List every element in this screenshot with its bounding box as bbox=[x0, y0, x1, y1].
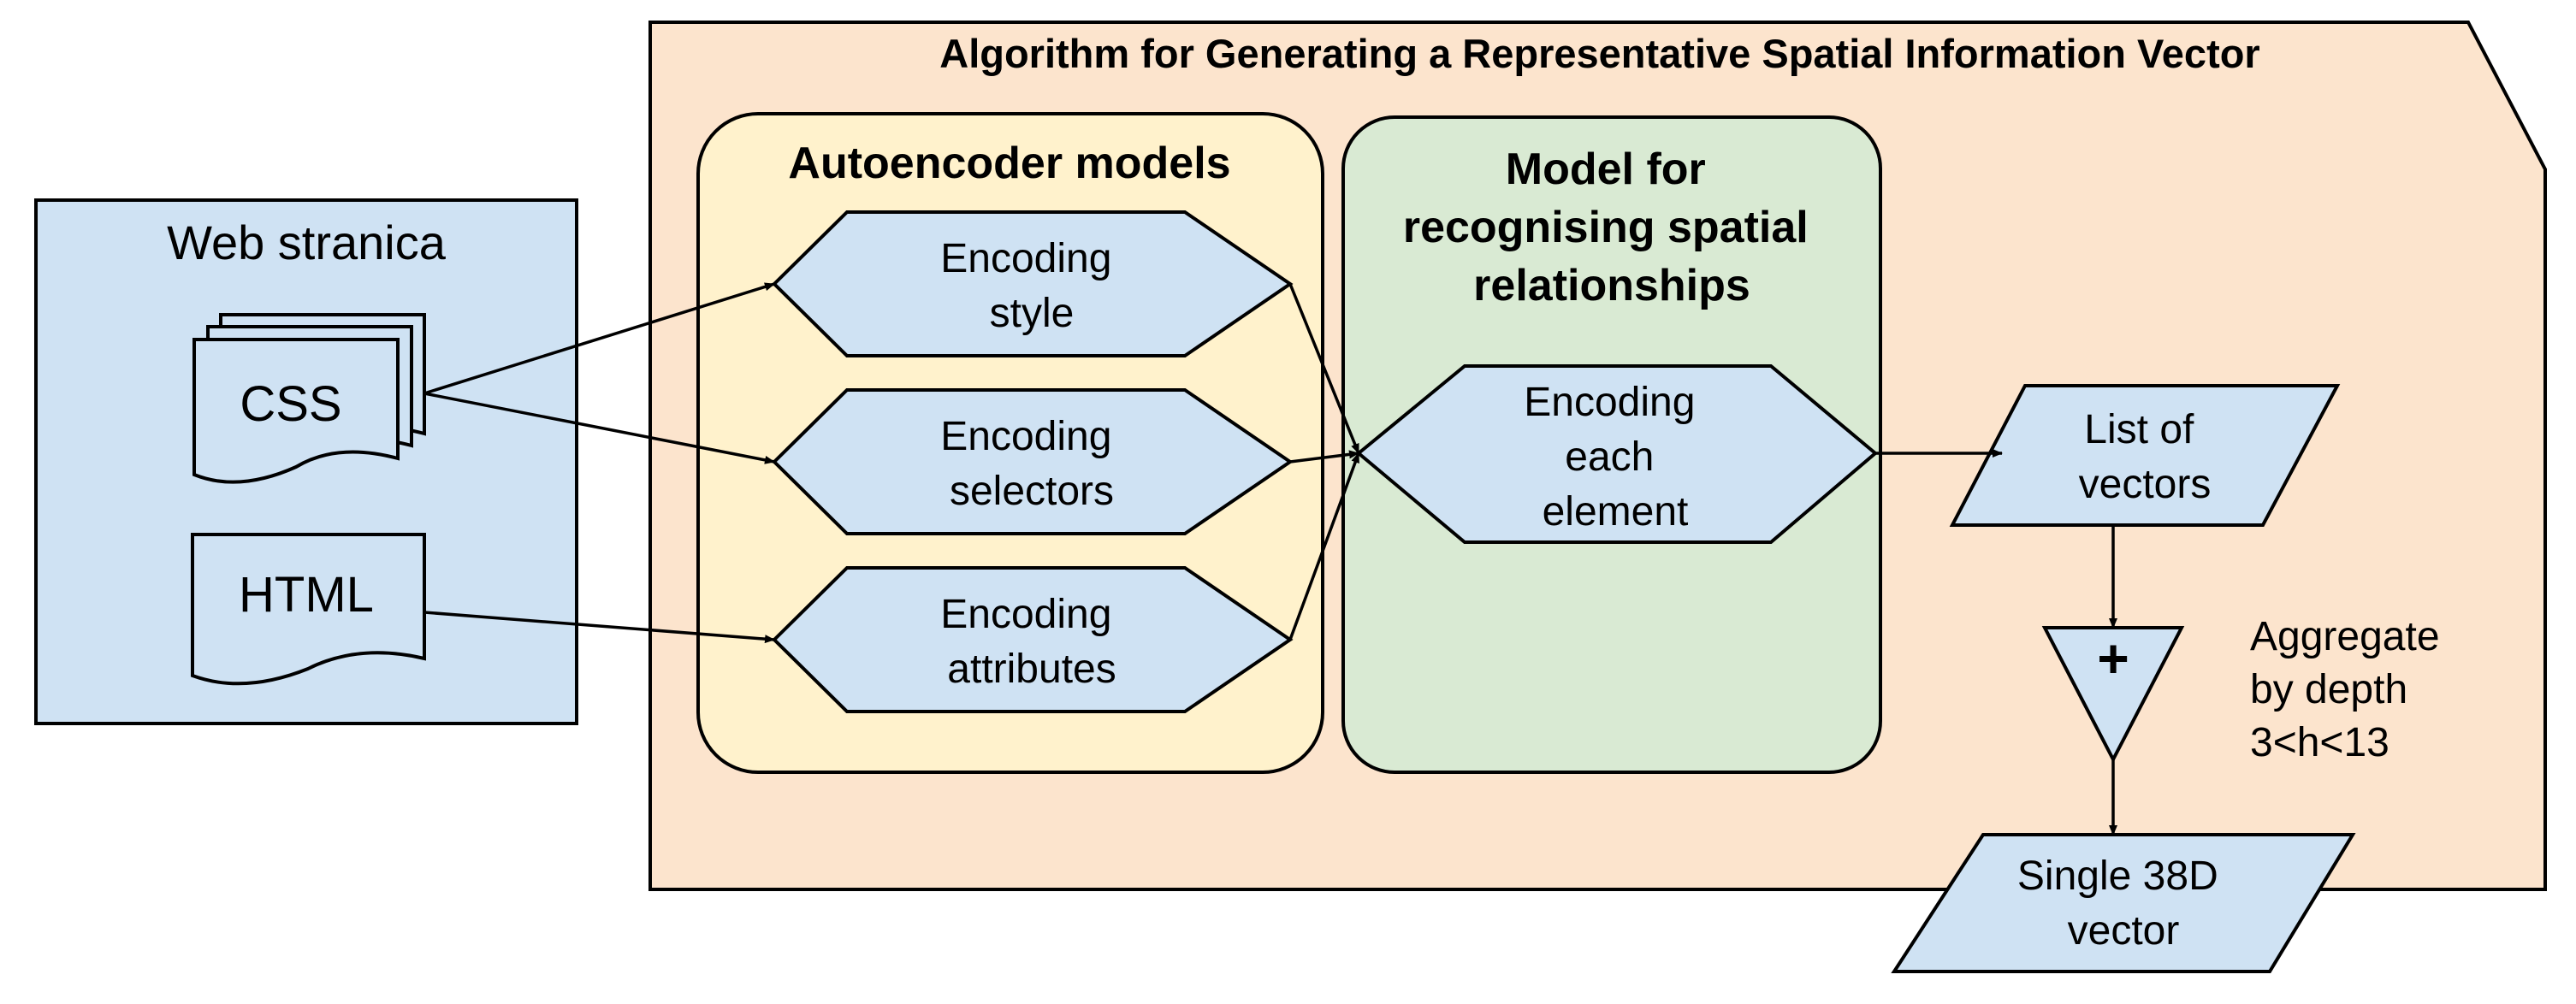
encoding-style-label: Encoding style bbox=[940, 236, 1123, 336]
arrow-css-to-style bbox=[423, 282, 775, 395]
encoding-selectors-label: Encoding selectors bbox=[940, 414, 1123, 514]
document-icon bbox=[191, 533, 426, 686]
document-stack-icon bbox=[192, 313, 426, 484]
list-of-vectors-node bbox=[1949, 384, 2341, 527]
connector-arrows bbox=[423, 282, 2117, 836]
arrow-html-to-attributes bbox=[423, 611, 775, 644]
algorithm-title: Algorithm for Generating a Representativ… bbox=[939, 31, 2259, 76]
arrow-selectors-to-element bbox=[1289, 450, 1359, 464]
encoding-element-label: Encoding each element bbox=[1524, 380, 1707, 534]
single-vector-node bbox=[1891, 833, 2356, 973]
webpage-title: Web stranica bbox=[167, 216, 447, 269]
list-of-vectors-label: List of vectors bbox=[2079, 407, 2212, 507]
css-label: CSS bbox=[240, 376, 341, 432]
arrow-css-to-selectors bbox=[423, 392, 775, 464]
single-vector-label: Single 38D vector bbox=[2017, 853, 2230, 954]
arrow-style-to-element bbox=[1288, 283, 1360, 454]
aggregate-symbol: + bbox=[2097, 628, 2129, 689]
autoencoder-title: Autoencoder models bbox=[788, 139, 1230, 188]
html-label: HTML bbox=[239, 567, 374, 623]
spatial-model-title: Model for recognising spatial relationsh… bbox=[1403, 145, 1821, 310]
encoding-attributes-label: Encoding attributes bbox=[940, 592, 1123, 692]
aggregate-label: Aggregate by depth 3<h<13 bbox=[2250, 614, 2451, 765]
arrow-attributes-to-element bbox=[1288, 452, 1360, 641]
